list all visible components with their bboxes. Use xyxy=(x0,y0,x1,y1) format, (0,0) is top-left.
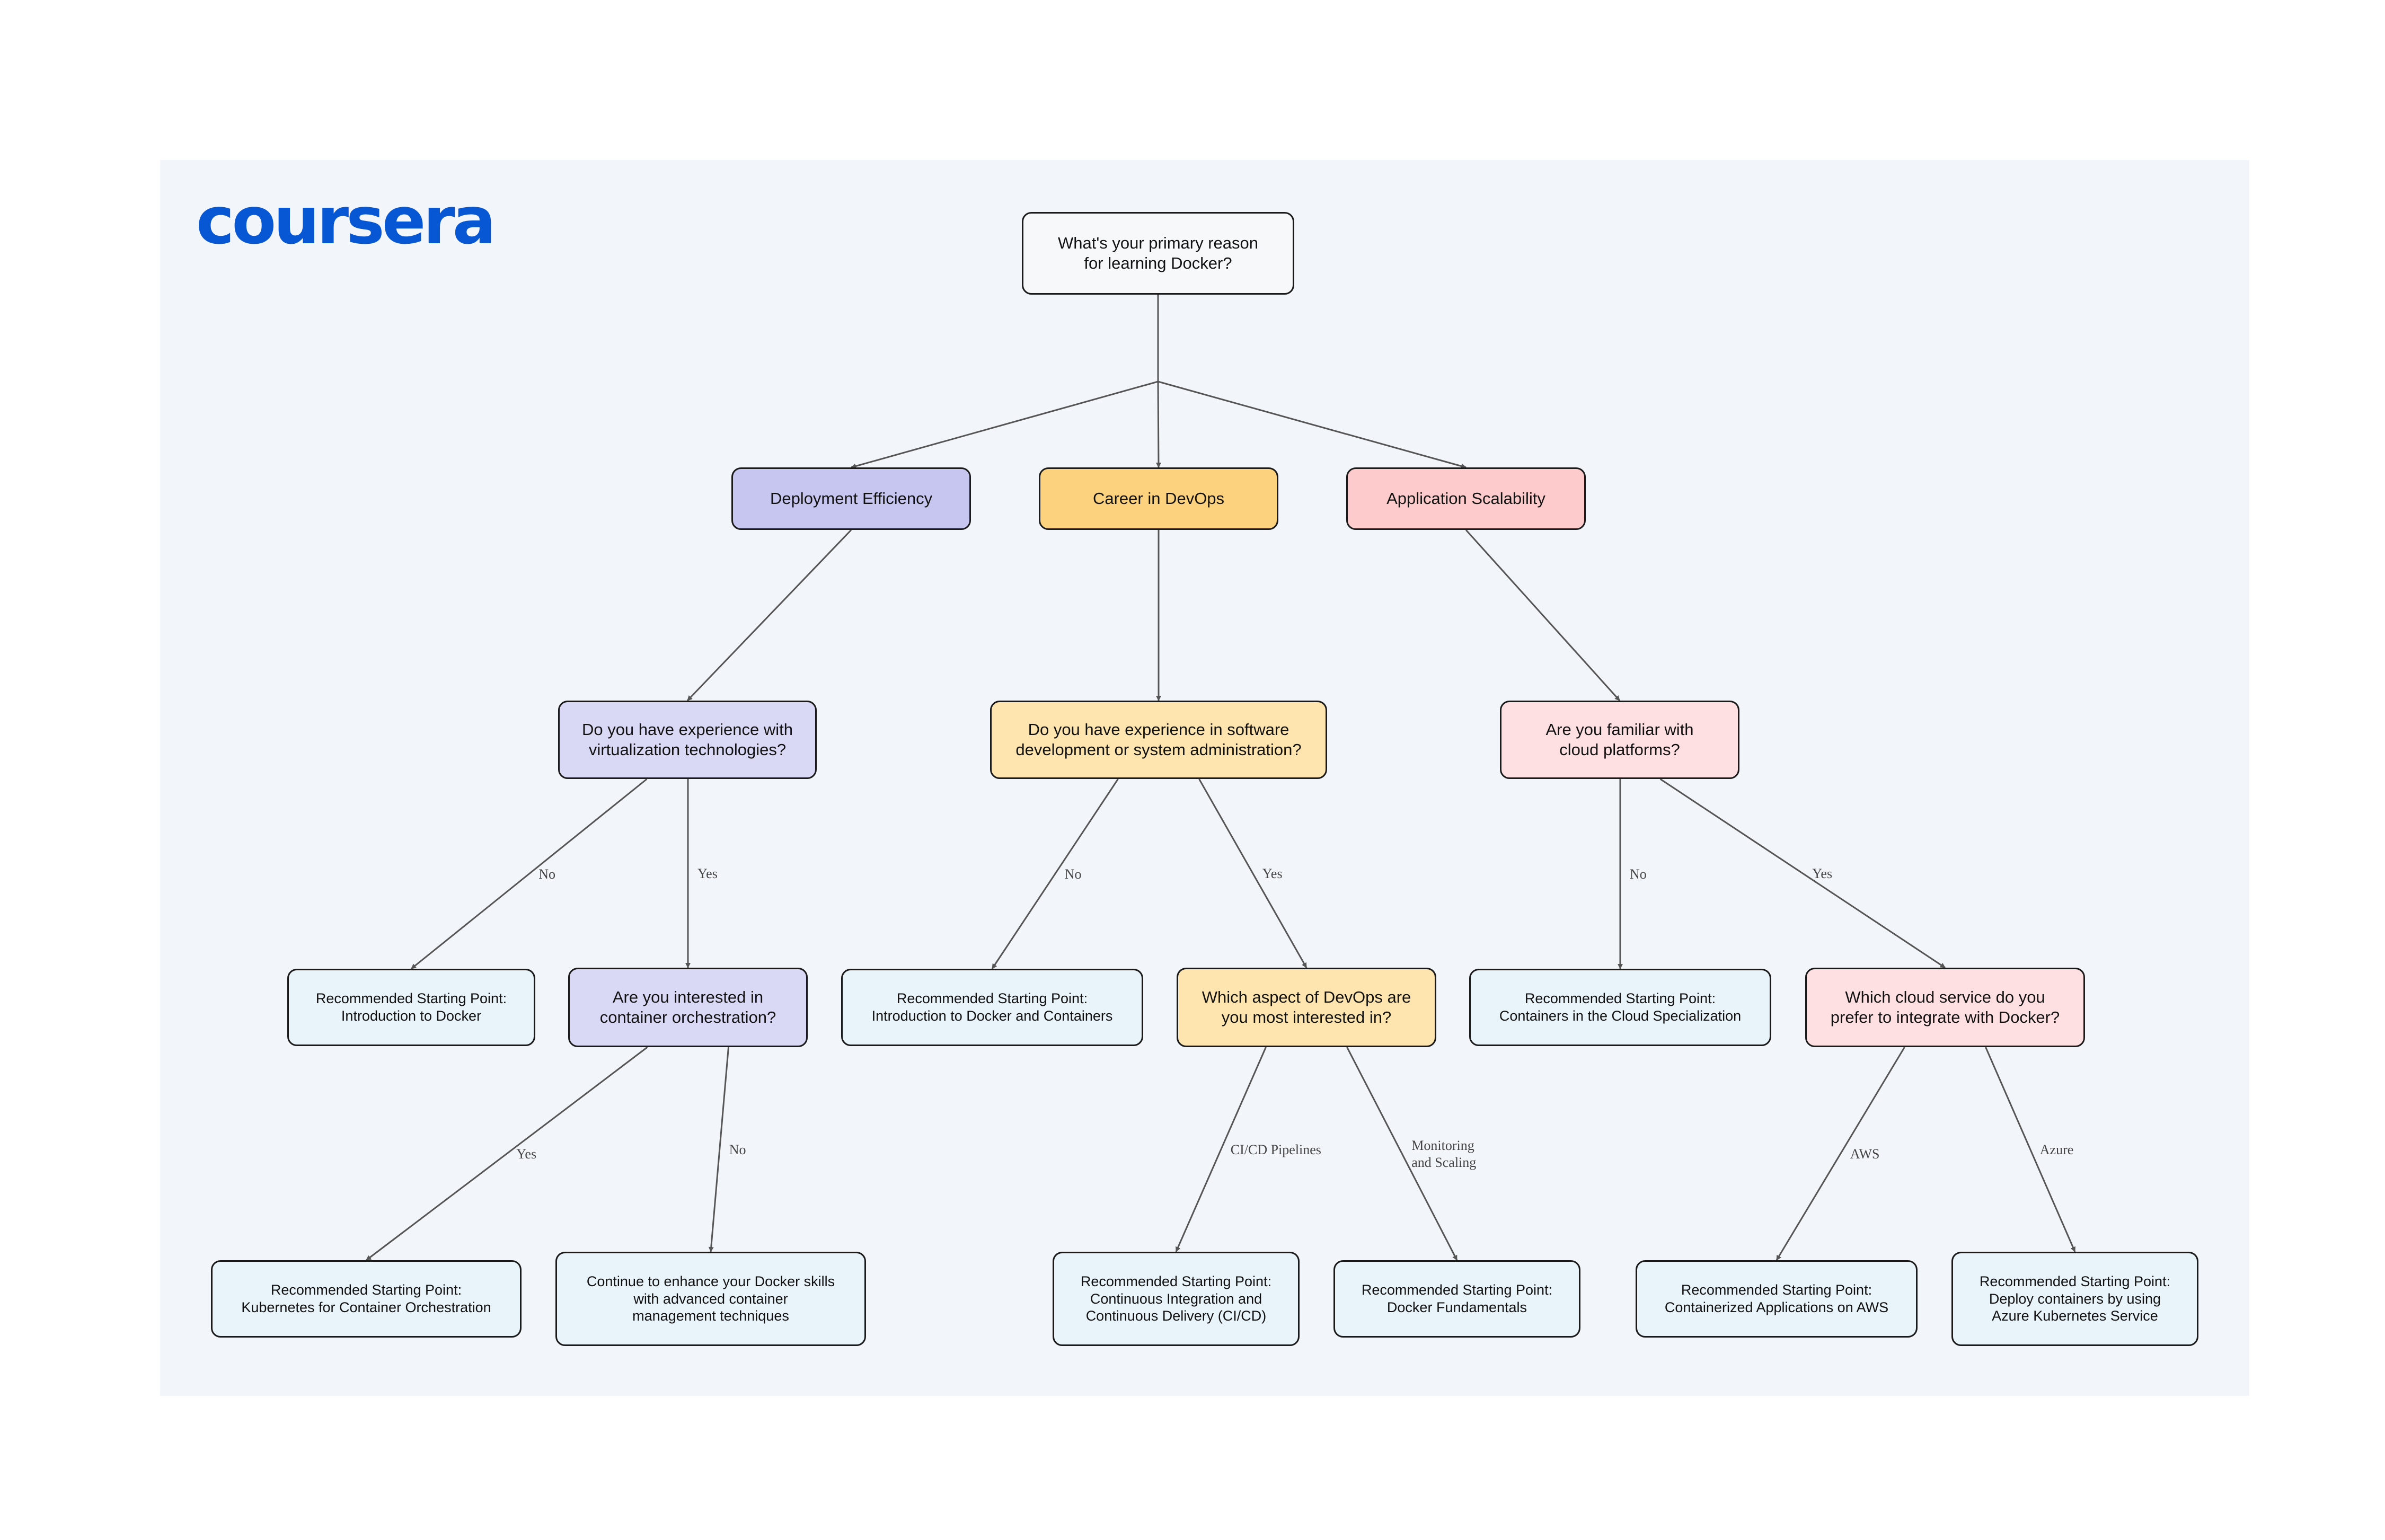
rec-intro-docker-containers-node: Recommended Starting Point: Introduction… xyxy=(841,969,1143,1046)
edge-orch_q-to-continue_advanced xyxy=(708,1047,729,1252)
orchestration-question-node: Are you interested in container orchestr… xyxy=(568,968,808,1047)
edge-swdev_q-to-aspect_q xyxy=(1198,778,1308,968)
rec-containers-cloud-specialization-node: Recommended Starting Point: Containers i… xyxy=(1469,969,1771,1046)
edge-service_q-to-rec_aws xyxy=(1776,1047,1905,1261)
edge-aspect_q-to-rec_fundamentals xyxy=(1346,1047,1458,1261)
cloud-platforms-question-node: Are you familiar with cloud platforms? xyxy=(1500,701,1739,779)
edge-label-no: No xyxy=(1065,866,1082,882)
rec-docker-fundamentals-node: Recommended Starting Point: Docker Funda… xyxy=(1333,1260,1580,1338)
rec-cicd-node: Recommended Starting Point: Continuous I… xyxy=(1053,1252,1300,1346)
coursera-logo: coursera xyxy=(196,183,496,259)
deployment-efficiency-node: Deployment Efficiency xyxy=(731,467,971,530)
edge-virt_q-to-rec_intro_docker xyxy=(411,778,648,970)
continue-advanced-skills-node: Continue to enhance your Docker skills w… xyxy=(555,1252,866,1346)
edge-label-yes: Yes xyxy=(516,1146,536,1162)
edge-orch_q-to-rec_kubernetes xyxy=(366,1046,648,1261)
edge-scalability-to-cloud_q xyxy=(1465,529,1621,702)
edge-label-no: No xyxy=(1630,866,1647,882)
edge-label-no: No xyxy=(538,866,555,882)
edge-cloud_q-to-service_q xyxy=(1659,778,1946,969)
edge-label-yes: Yes xyxy=(1812,866,1832,881)
rec-introduction-to-docker-node: Recommended Starting Point: Introduction… xyxy=(287,969,535,1046)
edge-aspect_q-to-rec_cicd xyxy=(1175,1047,1267,1252)
software-dev-question-node: Do you have experience in software devel… xyxy=(990,701,1327,779)
application-scalability-node: Application Scalability xyxy=(1346,467,1586,530)
edge-label-aws: AWS xyxy=(1850,1146,1880,1162)
edge-deployment-to-virt_q xyxy=(686,529,852,702)
rec-kubernetes-orchestration-node: Recommended Starting Point: Kubernetes f… xyxy=(211,1260,522,1338)
edge-label-azure: Azure xyxy=(2040,1142,2074,1157)
edge-root-to-scalability xyxy=(1158,380,1467,469)
edge-service_q-to-rec_azure xyxy=(1985,1047,2076,1252)
root-question-node: What's your primary reason for learning … xyxy=(1022,212,1294,295)
rec-containerized-aws-node: Recommended Starting Point: Containerize… xyxy=(1636,1260,1918,1338)
devops-aspect-question-node: Which aspect of DevOps are you most inte… xyxy=(1177,968,1436,1047)
edge-root-to-deployment xyxy=(851,380,1159,469)
cloud-service-question-node: Which cloud service do you prefer to int… xyxy=(1805,968,2085,1047)
rec-azure-kubernetes-node: Recommended Starting Point: Deploy conta… xyxy=(1951,1252,2198,1346)
edge-label-yes: Yes xyxy=(1262,866,1283,881)
virtualization-question-node: Do you have experience with virtualizati… xyxy=(558,701,817,779)
edge-root-to-devops xyxy=(1155,381,1161,468)
edge-swdev_q-to-rec_intro_containers xyxy=(991,778,1119,969)
edge-label-ci-cd-pipelines: CI/CD Pipelines xyxy=(1231,1142,1321,1157)
edge-label-no: No xyxy=(729,1142,746,1157)
edge-label-yes: Yes xyxy=(697,866,718,881)
career-in-devops-node: Career in DevOps xyxy=(1039,467,1278,530)
